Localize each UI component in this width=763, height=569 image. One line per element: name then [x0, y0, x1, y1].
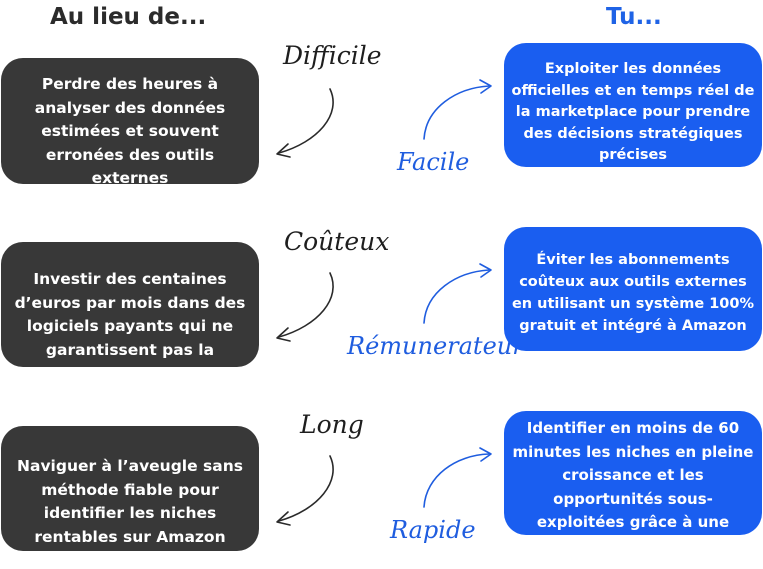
- positive-label-remunerateur: Rémunerateur: [347, 332, 524, 360]
- solution-text-1: Exploiter les données officielles et en …: [511, 61, 755, 163]
- heading-instead-of: Au lieu de...: [50, 4, 207, 30]
- problem-text-2: Investir des centaines d’euros par mois …: [14, 270, 246, 359]
- up-right-arrow-head-icon: [479, 447, 492, 462]
- problem-text-1: Perdre des heures à analyser des données…: [34, 75, 226, 184]
- negative-label-long: Long: [300, 410, 364, 439]
- positive-label-rapide: Rapide: [390, 516, 476, 544]
- solution-text-2: Éviter les abonnements coûteux aux outil…: [511, 252, 755, 334]
- solution-box-1: Exploiter les données officielles et en …: [504, 43, 762, 167]
- down-left-arrow-icon: [278, 88, 334, 154]
- solution-box-2: Éviter les abonnements coûteux aux outil…: [504, 227, 762, 351]
- heading-you: Tu...: [606, 4, 662, 30]
- problem-box-3: Naviguer à l’aveugle sans méthode fiable…: [1, 426, 259, 551]
- up-right-arrow-head-icon: [479, 79, 492, 94]
- solution-box-3: Identifier en moins de 60 minutes les ni…: [504, 411, 762, 535]
- down-left-arrow-icon: [278, 272, 334, 338]
- up-right-arrow-icon: [423, 269, 490, 324]
- problem-box-2: Investir des centaines d’euros par mois …: [1, 242, 259, 367]
- positive-label-facile: Facile: [397, 148, 470, 176]
- solution-text-3: Identifier en moins de 60 minutes les ni…: [512, 419, 754, 531]
- problem-text-3: Naviguer à l’aveugle sans méthode fiable…: [17, 457, 243, 546]
- down-left-arrow-head-icon: [276, 143, 291, 158]
- up-right-arrow-icon: [423, 453, 490, 508]
- problem-box-1: Perdre des heures à analyser des données…: [1, 58, 259, 184]
- negative-label-couteux: Coûteux: [284, 227, 390, 256]
- up-right-arrow-icon: [423, 85, 490, 140]
- down-left-arrow-head-icon: [276, 511, 291, 526]
- down-left-arrow-head-icon: [276, 327, 291, 342]
- down-left-arrow-icon: [278, 455, 334, 522]
- up-right-arrow-head-icon: [479, 263, 492, 278]
- negative-label-difficile: Difficile: [283, 41, 382, 70]
